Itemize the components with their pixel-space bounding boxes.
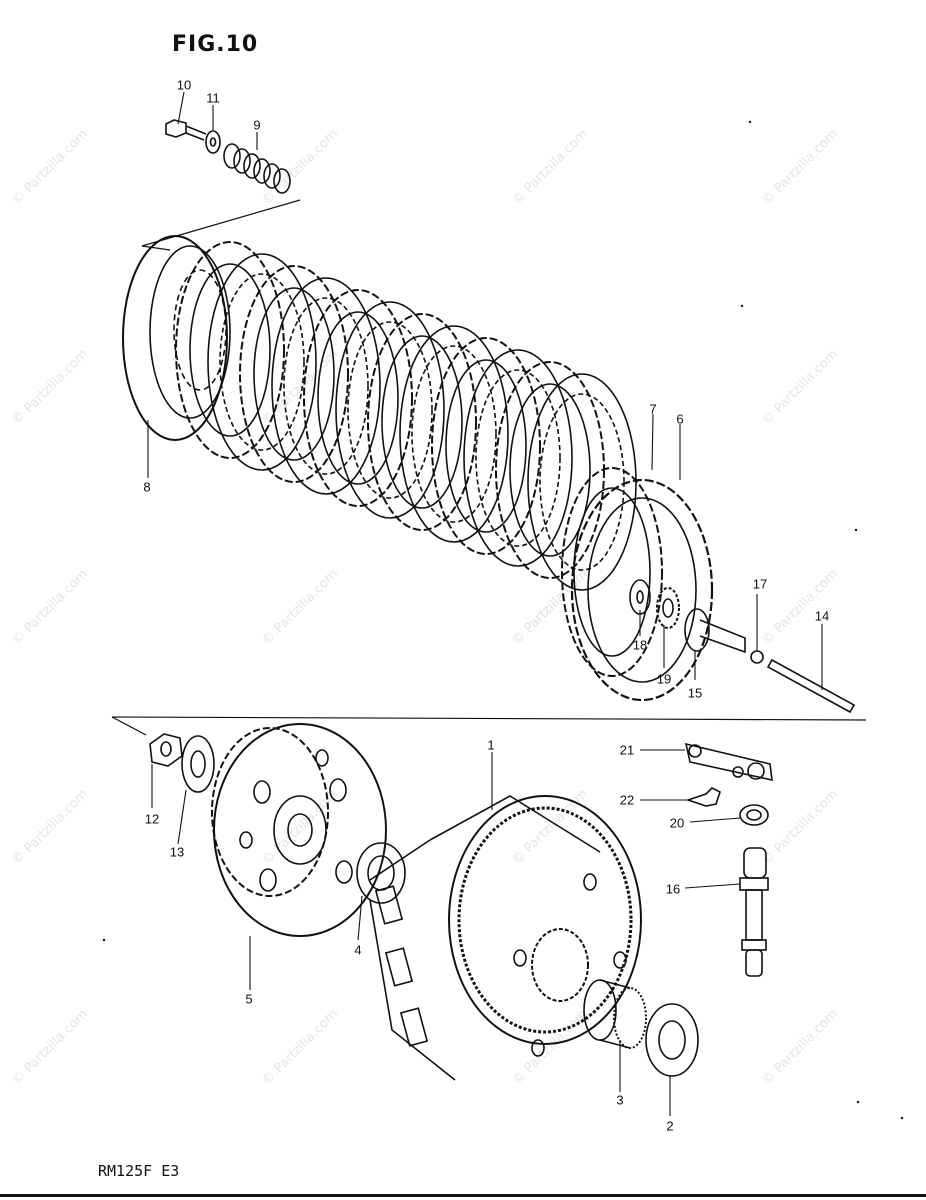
oil-seal-icon [739,804,769,826]
callout-11: 11 [206,90,220,106]
callout-18: 18 [632,637,648,653]
callout-1: 1 [487,737,495,753]
callout-15: 15 [687,685,703,701]
callout-5: 5 [245,991,253,1007]
callout-13: 13 [169,844,185,860]
clutch-sleeve-hub-icon [211,723,387,937]
push-rod-icon [766,658,856,714]
friction-plate-6 [570,478,714,702]
bolt-shank [185,125,207,141]
clutch-spring-icon [223,143,291,194]
steel-ball-icon [750,650,764,664]
callout-6: 6 [676,411,684,427]
callout-20: 20 [669,815,685,831]
clutch-plate-stack [111,235,867,736]
callout-19: 19 [656,671,672,687]
callout-14: 14 [814,608,830,624]
friction-and-drive-plates [175,241,714,702]
push-piece-icon [684,608,710,652]
callout-7: 7 [649,401,657,417]
pressure-plate-hub [173,269,227,391]
needle-bearing-icon [583,979,647,1049]
bottom-border [0,1194,926,1197]
callout-21: 21 [619,742,635,758]
leader-line [357,895,363,941]
bearing-icon [656,587,680,629]
clutch-spring-bolt-group [141,119,301,251]
leader-lines [147,91,823,1116]
callout-16: 16 [665,881,681,897]
callout-4: 4 [354,942,362,958]
leader-line [177,91,185,125]
bolt-head-icon [165,119,187,138]
leader-line [651,413,654,471]
model-code: RM125F E3 [98,1162,180,1180]
callout-2: 2 [666,1118,674,1134]
screw-icon [685,787,721,807]
lock-washer-icon [181,735,215,793]
callout-22: 22 [619,792,635,808]
assembly-guide-line [111,716,147,736]
pressure-plate-icon [122,235,228,441]
figure-title: FIG.10 [172,32,259,57]
leader-line [684,883,741,889]
release-shaft-icon [739,847,769,977]
callout-9: 9 [253,117,261,133]
clutch-hub-group [149,723,773,1081]
thrust-washer-4-icon [356,842,406,904]
callout-3: 3 [616,1092,624,1108]
leader-line [689,817,741,823]
spacer-washer-icon [645,1003,699,1077]
leader-line [177,789,187,845]
release-arm-icon [684,742,773,782]
pressure-plate-inner [149,245,231,419]
callout-12: 12 [144,811,160,827]
clutch-housing-icon [369,795,642,1081]
callout-10: 10 [176,77,192,93]
assembly-guide-line [111,716,867,721]
callout-8: 8 [143,479,151,495]
hex-nut-icon [149,733,183,767]
callout-17: 17 [752,576,768,592]
assembly-guide-line [141,199,301,251]
washer-hole [209,137,217,147]
scan-specks [102,120,904,1120]
push-piece-rod [699,619,746,654]
thrust-washer-icon [629,579,651,615]
drive-plate-7 [561,467,663,677]
washer-icon [205,130,221,154]
